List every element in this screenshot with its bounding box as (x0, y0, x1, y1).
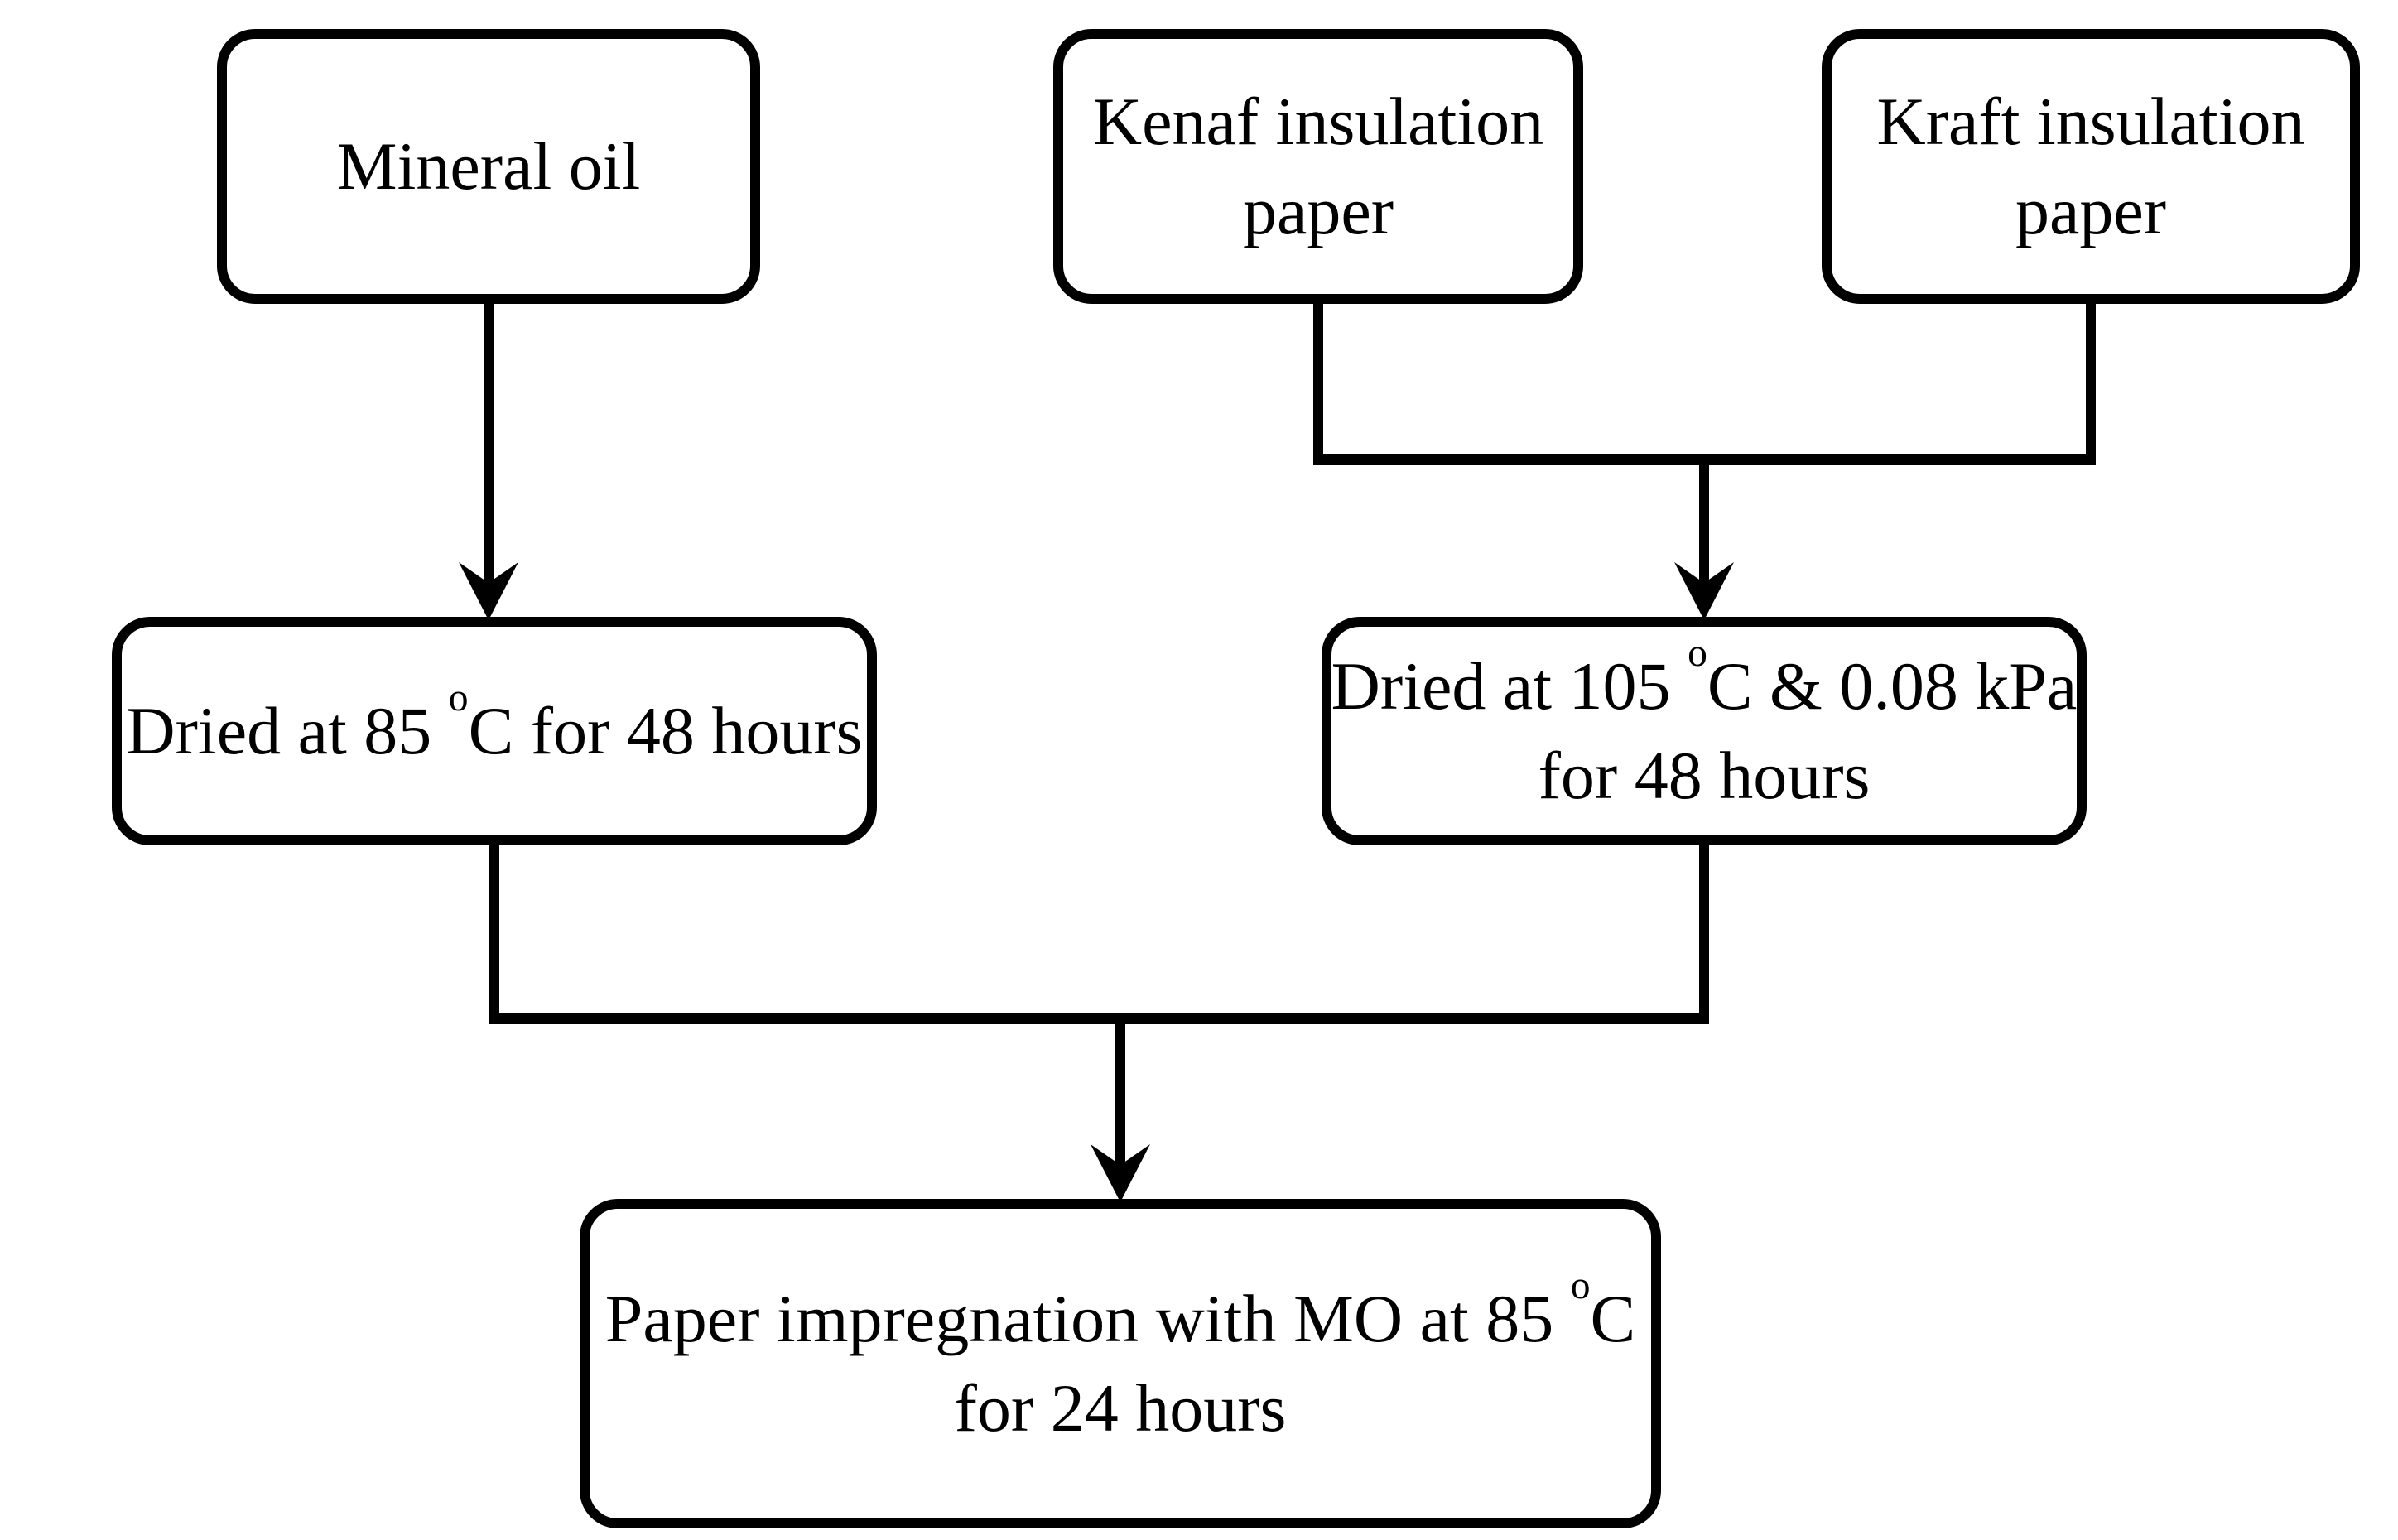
node-text-line: for 24 hours (954, 1370, 1287, 1446)
node-text-line: for 48 hours (1538, 738, 1871, 813)
node-text-line: Kraft insulation (1876, 83, 2305, 159)
node-text-line: paper (2015, 173, 2167, 248)
node-kenaf-insulation-paper: Kenaf insulation paper (1053, 29, 1583, 304)
edge-papers-arrowhead (1674, 562, 1734, 620)
node-mineral-oil: Mineral oil (217, 29, 760, 304)
edge-impregnation-arrowhead (1091, 1144, 1150, 1202)
node-text-line: Paper impregnation with MO at 85 oC (604, 1263, 1636, 1356)
node-paper-drying: Dried at 105 oC & 0.08 kPa for 48 hours (1322, 617, 2087, 845)
node-kraft-insulation-paper: Kraft insulation paper (1822, 29, 2360, 304)
node-text-line: Dried at 105 oC & 0.08 kPa (1331, 631, 2078, 724)
node-text-line: paper (1242, 173, 1394, 248)
edge-mineral-oil-arrowhead (459, 562, 518, 620)
node-oil-drying: Dried at 85 oC for 48 hours (112, 617, 877, 845)
node-text-line: Mineral oil (336, 128, 641, 204)
node-text-line: Dried at 85 oC for 48 hours (126, 676, 863, 768)
node-paper-impregnation: Paper impregnation with MO at 85 oC for 2… (580, 1199, 1661, 1528)
node-text-line: Kenaf insulation (1092, 83, 1544, 159)
